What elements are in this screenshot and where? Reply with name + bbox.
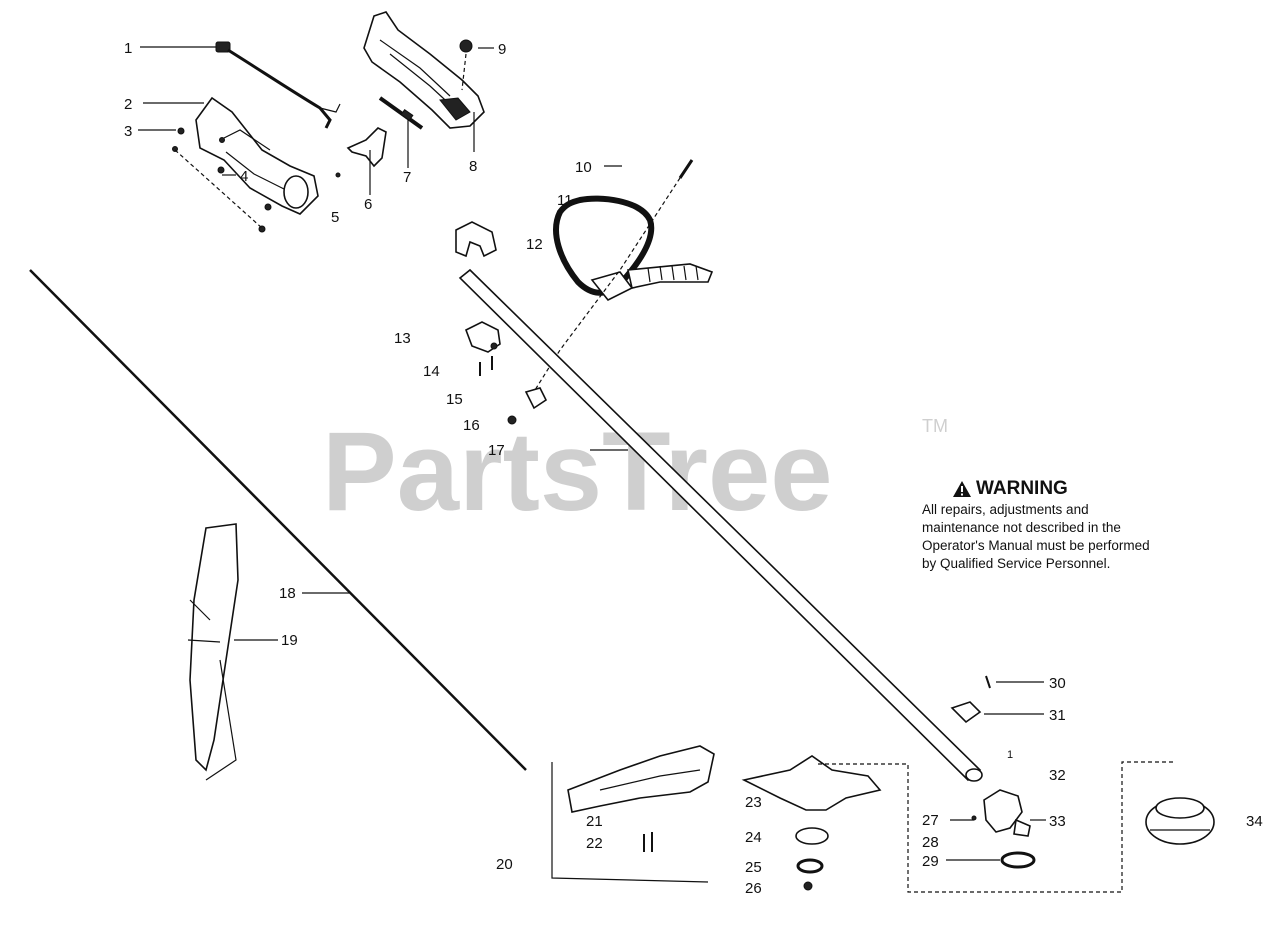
part-screw-30[interactable] [985, 675, 991, 689]
callout-24: 24 [745, 829, 762, 846]
callout-10: 10 [575, 159, 592, 176]
part-guard-assembly-frame [551, 762, 709, 883]
callout-8: 8 [469, 158, 477, 175]
callout-33: 33 [1049, 813, 1066, 830]
part-rear-handle[interactable] [363, 11, 485, 129]
part-clip-15[interactable] [524, 387, 548, 410]
callout-14: 14 [423, 363, 440, 380]
part-washer-24[interactable] [795, 827, 829, 845]
part-lockout-rod[interactable] [378, 96, 424, 130]
part-screw-3[interactable] [172, 127, 185, 152]
watermark-trademark: TM [922, 416, 948, 436]
part-trigger[interactable] [335, 127, 387, 178]
part-shoulder-strap[interactable] [187, 523, 239, 781]
part-screw-4[interactable] [217, 137, 272, 233]
callout-5: 5 [331, 209, 339, 226]
callout-19: 19 [281, 632, 298, 649]
warning-title-text: WARNING [976, 478, 1068, 499]
part-gearbox[interactable] [971, 789, 1031, 837]
warning-notice: WARNING All repairs, adjustments and mai… [922, 478, 1162, 573]
callout-7: 7 [403, 169, 411, 186]
callout-1: 1 [124, 40, 132, 57]
part-shaft-clamp[interactable] [464, 321, 501, 353]
part-screw-22[interactable] [643, 832, 653, 852]
warning-body-text: All repairs, adjustments and maintenance… [922, 502, 1150, 571]
callout-22: 22 [586, 835, 603, 852]
warning-title: WARNING [952, 478, 1162, 500]
callout-9: 9 [498, 41, 506, 58]
callout-21: 21 [586, 813, 603, 830]
part-washer-25[interactable] [796, 858, 824, 874]
part-nut-16[interactable] [507, 415, 517, 425]
callout-20: 20 [496, 856, 513, 873]
callout-15: 15 [446, 391, 463, 408]
callout-6: 6 [364, 196, 372, 213]
callout-17: 17 [488, 442, 505, 459]
callout-3: 3 [124, 123, 132, 140]
part-nut-26[interactable] [803, 881, 813, 891]
callout-13: 13 [394, 330, 411, 347]
callout-29: 29 [922, 853, 939, 870]
callout-30: 30 [1049, 675, 1066, 692]
watermark-text: PartsTree [322, 409, 833, 534]
callout-25: 25 [745, 859, 762, 876]
part-washer-29[interactable] [1000, 851, 1036, 869]
callout-28: 28 [922, 834, 939, 851]
callout-32-sub: 1 [1007, 749, 1013, 761]
part-handle-clamp[interactable] [455, 221, 497, 258]
part-loop-handle[interactable] [553, 195, 714, 302]
callout-27: 27 [922, 812, 939, 829]
part-trimmer-head[interactable] [1145, 797, 1215, 845]
part-drive-shaft-tube[interactable] [458, 268, 983, 782]
callout-26: 26 [745, 880, 762, 897]
callout-16: 16 [463, 417, 480, 434]
part-bracket-31[interactable] [950, 701, 982, 724]
callout-4: 4 [240, 168, 248, 185]
part-trimmer-guard[interactable] [567, 745, 715, 813]
part-nut-9[interactable] [459, 39, 473, 53]
part-blade[interactable] [741, 755, 882, 811]
warning-triangle-icon [953, 481, 971, 497]
part-bolt-10[interactable] [678, 159, 694, 179]
callout-11: 11 [557, 192, 573, 209]
callout-12: 12 [526, 236, 543, 253]
part-flex-drive-shaft[interactable] [29, 269, 527, 771]
callout-23: 23 [745, 794, 762, 811]
part-screw-14[interactable] [479, 356, 493, 376]
callout-34: 34 [1246, 813, 1263, 830]
part-handle-housing[interactable] [195, 96, 319, 215]
part-throttle-cable[interactable] [215, 41, 341, 129]
callout-31: 31 [1049, 707, 1066, 724]
callout-32: 32 [1049, 767, 1066, 784]
callout-18: 18 [279, 585, 296, 602]
callout-2: 2 [124, 96, 132, 113]
